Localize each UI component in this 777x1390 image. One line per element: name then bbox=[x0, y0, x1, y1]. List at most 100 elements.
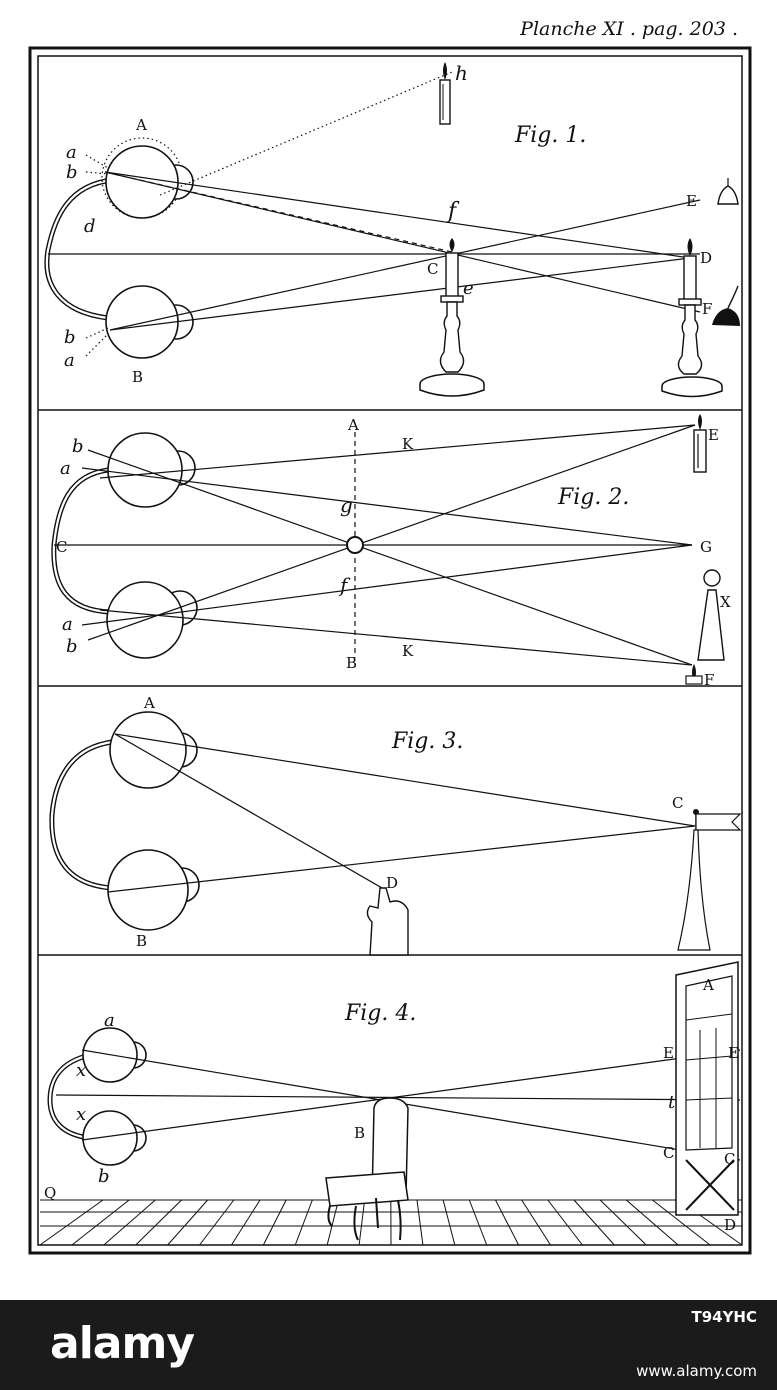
fig3-eye-bottom bbox=[107, 849, 200, 931]
image-id: T94YHC bbox=[691, 1308, 757, 1326]
label-f: f bbox=[446, 199, 460, 224]
label-D: D bbox=[700, 249, 712, 267]
plate-title: Planche XI . pag. 203 . bbox=[519, 18, 738, 40]
bell-icon bbox=[717, 178, 739, 205]
label-C: C bbox=[672, 794, 683, 812]
chair-icon bbox=[325, 1097, 409, 1241]
engraving-plate: Planche XI . pag. 203 . Fig. 1. bbox=[28, 18, 752, 1255]
candle-icon bbox=[439, 62, 451, 125]
label-d: d bbox=[84, 216, 96, 237]
label-E: E bbox=[708, 426, 719, 444]
label-g: g bbox=[340, 493, 353, 517]
focus-point bbox=[346, 536, 364, 554]
label-t: t bbox=[668, 1092, 676, 1113]
label-B: B bbox=[346, 654, 357, 672]
label-A: A bbox=[702, 976, 714, 994]
floor-line bbox=[358, 1199, 366, 1246]
floor-line bbox=[294, 1199, 313, 1246]
label-a: a bbox=[64, 350, 75, 371]
floor-line bbox=[573, 1199, 615, 1246]
floor-line bbox=[625, 1199, 679, 1246]
label-B: B bbox=[354, 1124, 365, 1142]
floor-line bbox=[135, 1199, 182, 1246]
label-x: x bbox=[76, 1104, 86, 1125]
label-f: f bbox=[338, 573, 351, 597]
steeple-icon bbox=[677, 809, 742, 951]
label-K: K bbox=[402, 642, 414, 660]
label-F: F bbox=[704, 671, 714, 689]
floor-line bbox=[416, 1199, 424, 1246]
floor-line bbox=[231, 1199, 261, 1246]
floor-line bbox=[71, 1199, 130, 1246]
candlestick-icon bbox=[661, 238, 723, 398]
candle-flame-icon bbox=[685, 664, 703, 685]
fig1-eye-bottom bbox=[105, 285, 194, 359]
watermark-footer: alamy T94YHC www.alamy.com bbox=[0, 1300, 777, 1390]
label-E: E bbox=[663, 1044, 674, 1062]
figure-3: Fig. 3. A B C D bbox=[49, 694, 742, 956]
fig3-optic-nerve bbox=[49, 739, 113, 891]
doorway-icon bbox=[675, 961, 739, 1216]
fig1-title: Fig. 1. bbox=[514, 123, 586, 148]
floor-line bbox=[167, 1199, 209, 1246]
label-h: h bbox=[455, 61, 468, 85]
label-b: b bbox=[98, 1166, 110, 1187]
fig2-eye-top bbox=[107, 432, 196, 508]
label-a: a bbox=[62, 614, 73, 635]
label-E: E bbox=[728, 1044, 739, 1062]
label-B: B bbox=[132, 368, 143, 386]
label-e: e bbox=[463, 278, 474, 299]
floor-line bbox=[326, 1199, 339, 1246]
floor-line bbox=[103, 1199, 156, 1246]
label-b: b bbox=[66, 162, 78, 183]
floor-line bbox=[547, 1199, 583, 1246]
label-X: X bbox=[720, 593, 731, 611]
candle-icon bbox=[693, 414, 707, 473]
label-B: B bbox=[136, 932, 147, 950]
label-b: b bbox=[66, 636, 78, 657]
label-D: D bbox=[386, 874, 398, 892]
fig3-title: Fig. 3. bbox=[391, 729, 463, 754]
label-Q: Q bbox=[44, 1184, 56, 1202]
label-F: F bbox=[702, 300, 712, 318]
label-E: E bbox=[686, 192, 697, 210]
fig3-eye-top bbox=[109, 711, 198, 789]
label-b: b bbox=[72, 436, 84, 457]
label-C: C bbox=[56, 538, 67, 556]
outer-frame bbox=[28, 46, 752, 1255]
floor-line bbox=[599, 1199, 647, 1246]
fig4-eye-bottom bbox=[82, 1110, 147, 1166]
snuffer-icon bbox=[712, 285, 740, 326]
brand-logo: alamy bbox=[50, 1318, 195, 1369]
snuffer-icon bbox=[697, 569, 725, 661]
figure-2: Fig. 2. bbox=[51, 414, 731, 689]
candlestick-icon bbox=[419, 238, 485, 397]
label-A: A bbox=[143, 694, 155, 712]
fig4-title: Fig. 4. bbox=[344, 1001, 416, 1026]
site-url: www.alamy.com bbox=[636, 1362, 757, 1380]
floor-line bbox=[652, 1199, 711, 1246]
floor-line bbox=[262, 1199, 287, 1246]
tiled-floor bbox=[39, 1199, 743, 1246]
floor-line bbox=[39, 1199, 104, 1246]
figure-4: Fig. 4. bbox=[39, 961, 743, 1246]
label-C: C bbox=[663, 1144, 674, 1162]
label-C: C bbox=[427, 260, 438, 278]
floor-line bbox=[495, 1199, 520, 1246]
figure-1: Fig. 1. bbox=[44, 61, 740, 398]
floor-line bbox=[521, 1199, 551, 1246]
label-a: a bbox=[66, 142, 77, 163]
label-D: D bbox=[724, 1216, 736, 1234]
label-b: b bbox=[64, 327, 76, 348]
label-A: A bbox=[135, 116, 147, 134]
label-G: G bbox=[700, 538, 712, 556]
fig1-optic-nerve bbox=[44, 177, 113, 321]
floor-line bbox=[468, 1199, 488, 1246]
label-C: C bbox=[724, 1150, 735, 1168]
label-K: K bbox=[402, 435, 414, 453]
label-a: a bbox=[104, 1010, 115, 1031]
fig2-title: Fig. 2. bbox=[557, 485, 629, 510]
label-A: A bbox=[347, 416, 359, 434]
label-x: x bbox=[76, 1060, 86, 1081]
floor-line bbox=[442, 1199, 456, 1246]
